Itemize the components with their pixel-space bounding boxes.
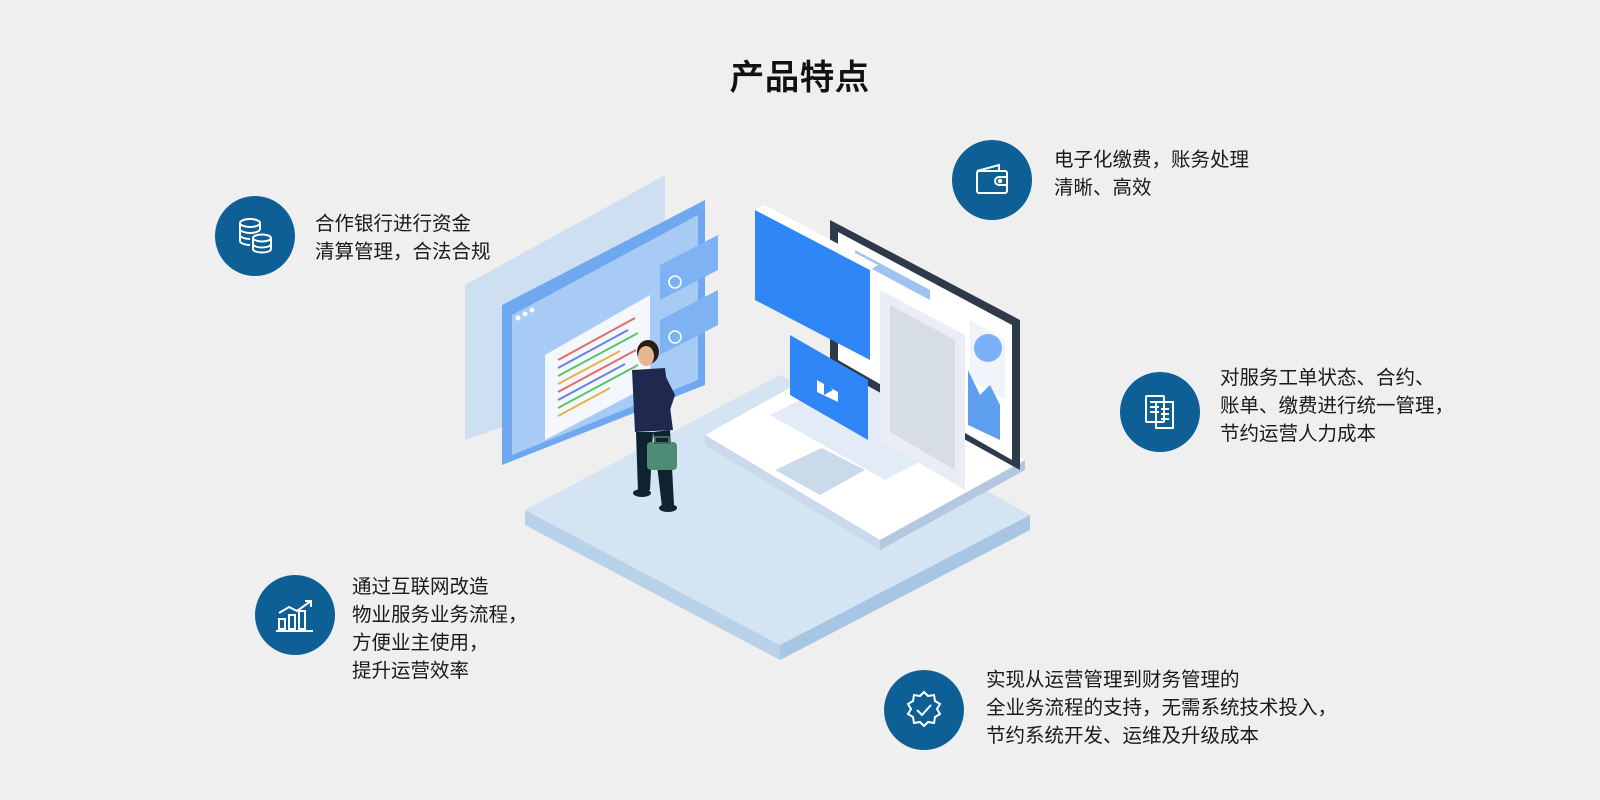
page-title: 产品特点: [730, 58, 870, 98]
feature-text-line: 方便业主使用，: [352, 631, 489, 654]
profile-card: [660, 290, 718, 355]
coins-stack-icon: [239, 218, 272, 254]
business-person: [632, 340, 677, 512]
wallet-icon: [976, 163, 1008, 194]
feature-text-line: 账单、缴费进行统一管理，: [1220, 394, 1455, 417]
feature-text-line: 提升运营效率: [352, 659, 470, 682]
laptop: [705, 220, 1025, 550]
feature-text-line: 节约系统开发、运维及升级成本: [986, 724, 1260, 747]
feature-text-line: 实现从运营管理到财务管理的: [986, 668, 1240, 691]
feature-text-line: 清晰、高效: [1054, 176, 1152, 199]
code-sheet: [545, 295, 650, 440]
growth-chart-icon: [276, 600, 313, 632]
icon-badge: [884, 670, 964, 750]
feature-text-line: 节约运营人力成本: [1220, 422, 1377, 445]
feature-text-line: 全业务流程的支持，无需系统技术投入，: [986, 696, 1338, 719]
feature-text-line: 清算管理，合法合规: [315, 240, 491, 263]
documents-icon: [1145, 395, 1174, 429]
feature-text-line: 通过互联网改造: [352, 575, 489, 598]
icon-badge: [1120, 372, 1200, 452]
platform: [525, 375, 1030, 660]
feature-text-line: 对服务工单状态、合约、: [1220, 366, 1435, 389]
feature-text-line: 电子化缴费，账务处理: [1054, 148, 1250, 171]
profile-card: [660, 235, 718, 300]
icon-badge: [255, 575, 335, 655]
icon-badge: [215, 196, 295, 276]
floating-screen: [755, 210, 870, 360]
feature-text-line: 合作银行进行资金: [315, 212, 472, 235]
icon-badge: [952, 140, 1032, 220]
verified-badge-icon: [906, 690, 942, 728]
feature-text-line: 物业服务业务流程，: [352, 603, 528, 626]
isometric-illustration: [465, 175, 1030, 660]
